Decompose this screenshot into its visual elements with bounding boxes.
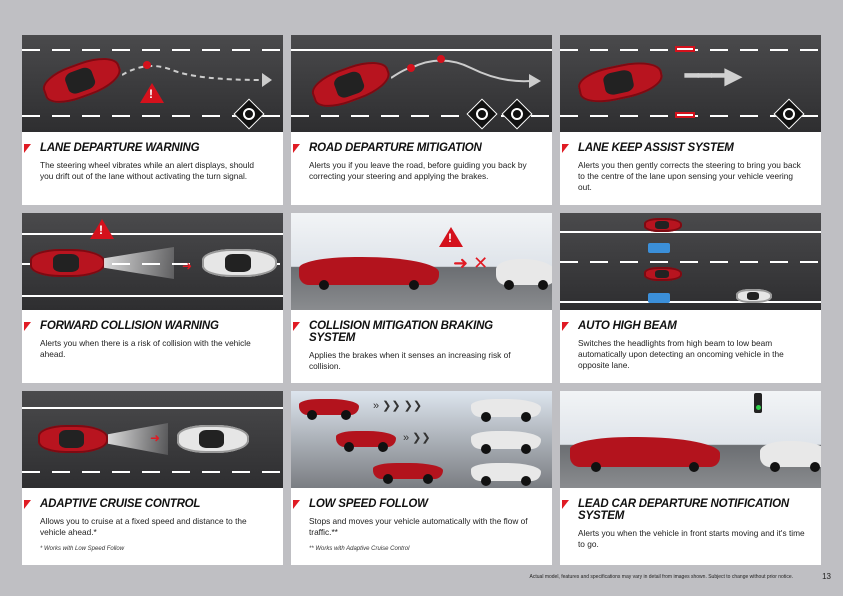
feature-description: Alerts you then gently corrects the stee… — [578, 160, 801, 192]
car-icon — [38, 425, 108, 453]
red-marker-icon — [293, 500, 300, 509]
feature-card-lead-car-departure: LEAD CAR DEPARTURE NOTIFICATION SYSTEM A… — [560, 391, 821, 565]
red-marker-icon — [562, 144, 569, 153]
feature-card-lane-departure-warning: ! LANE DEPARTURE WARNING The steering wh… — [22, 35, 283, 205]
feature-description: Switches the headlights from high beam t… — [578, 338, 784, 370]
feature-description: Alerts you if you leave the road, before… — [309, 160, 527, 181]
feature-description: Alerts you when the vehicle in front sta… — [578, 528, 805, 549]
car-icon — [644, 218, 682, 232]
car-icon — [471, 399, 541, 422]
steering-wheel-icon — [466, 98, 498, 130]
lead-car-departure-illustration — [560, 391, 821, 488]
feature-title: LEAD CAR DEPARTURE NOTIFICATION SYSTEM — [578, 498, 790, 522]
feature-card-lane-keep-assist: ━━━▶ LANE KEEP ASSIST SYSTEM Alerts you … — [560, 35, 821, 205]
car-icon — [30, 249, 105, 277]
traffic-light-icon — [754, 393, 762, 413]
red-marker-icon — [24, 144, 31, 153]
car-icon — [644, 267, 682, 281]
return-path-icon — [391, 55, 541, 88]
car-icon — [760, 441, 821, 472]
feature-title: LOW SPEED FOLLOW — [309, 498, 428, 510]
car-icon — [471, 431, 541, 454]
feature-footnote: ** Works with Adaptive Cruise Control — [309, 546, 410, 552]
forward-collision-illustration: ➜ ! — [22, 213, 283, 310]
car-icon — [575, 56, 666, 108]
arrow-right-icon: ➜ — [182, 259, 193, 273]
feature-title: ROAD DEPARTURE MITIGATION — [309, 142, 482, 154]
warning-icon: ! — [439, 227, 463, 247]
lane-departure-illustration: ! — [22, 35, 283, 132]
red-marker-icon — [24, 322, 31, 331]
feature-card-auto-high-beam: AUTO HIGH BEAM Switches the headlights f… — [560, 213, 821, 383]
car-icon — [202, 249, 277, 277]
auto-high-beam-illustration — [560, 213, 821, 310]
warning-icon: ! — [90, 219, 114, 239]
feature-title: FORWARD COLLISION WARNING — [40, 320, 219, 332]
feature-description: Stops and moves your vehicle automatical… — [309, 516, 528, 537]
feature-title: LANE KEEP ASSIST SYSTEM — [578, 142, 734, 154]
page-number: 13 — [822, 572, 831, 581]
arrow-right-icon: ━━━▶ — [685, 63, 742, 88]
lane-keep-illustration: ━━━▶ — [560, 35, 821, 132]
car-icon — [496, 259, 552, 290]
disclaimer: Actual model, features and specification… — [529, 574, 793, 580]
feature-card-low-speed-follow: » ❯❯ ❯❯ » ❯❯ LOW SPEED FOLLOW Stops and … — [291, 391, 552, 565]
car-icon — [299, 399, 359, 420]
feature-description: Applies the brakes when it senses an inc… — [309, 350, 511, 371]
car-icon — [299, 257, 439, 290]
car-icon — [336, 431, 396, 452]
adaptive-cruise-illustration: ➜ — [22, 391, 283, 488]
feature-card-road-departure-mitigation: ROAD DEPARTURE MITIGATION Alerts you if … — [291, 35, 552, 205]
high-beam-icon — [648, 243, 670, 253]
feature-description: Allows you to cruise at a fixed speed an… — [40, 516, 247, 537]
feature-card-collision-mitigation-braking: ! ➜ ✕ COLLISION MITIGATION BRAKING SYSTE… — [291, 213, 552, 383]
warning-icon: ! — [140, 83, 164, 103]
feature-title: LANE DEPARTURE WARNING — [40, 142, 200, 154]
red-marker-icon — [562, 322, 569, 331]
car-icon — [471, 463, 541, 486]
low-beam-icon — [648, 293, 670, 303]
feature-title: COLLISION MITIGATION BRAKING SYSTEM — [309, 320, 493, 344]
road-departure-illustration — [291, 35, 552, 132]
car-icon — [307, 54, 395, 114]
low-speed-follow-illustration: » ❯❯ ❯❯ » ❯❯ — [291, 391, 552, 488]
red-marker-icon — [293, 322, 300, 331]
feature-card-forward-collision-warning: ➜ ! FORWARD COLLISION WARNING Alerts you… — [22, 213, 283, 383]
arrow-right-icon: ➜ — [150, 431, 161, 445]
car-icon — [38, 50, 126, 110]
feature-card-adaptive-cruise-control: ➜ ADAPTIVE CRUISE CONTROL Allows you to … — [22, 391, 283, 565]
collision-braking-illustration: ! ➜ ✕ — [291, 213, 552, 310]
car-icon — [736, 289, 772, 303]
stop-cross-icon: ➜ ✕ — [453, 253, 489, 273]
red-marker-icon — [293, 144, 300, 153]
drift-path-icon — [122, 61, 272, 87]
red-marker-icon — [24, 500, 31, 509]
feature-title: AUTO HIGH BEAM — [578, 320, 677, 332]
feature-footnote: * Works with Low Speed Follow — [40, 546, 125, 552]
steering-wheel-icon — [773, 98, 805, 130]
feature-description: The steering wheel vibrates while an ale… — [40, 160, 254, 181]
car-icon — [570, 437, 720, 472]
car-icon — [177, 425, 249, 453]
car-icon — [373, 463, 443, 484]
feature-title: ADAPTIVE CRUISE CONTROL — [40, 498, 201, 510]
feature-description: Alerts you when there is a risk of colli… — [40, 338, 251, 359]
steering-wheel-icon — [501, 98, 533, 130]
red-marker-icon — [562, 500, 569, 509]
steering-wheel-icon — [233, 98, 265, 130]
